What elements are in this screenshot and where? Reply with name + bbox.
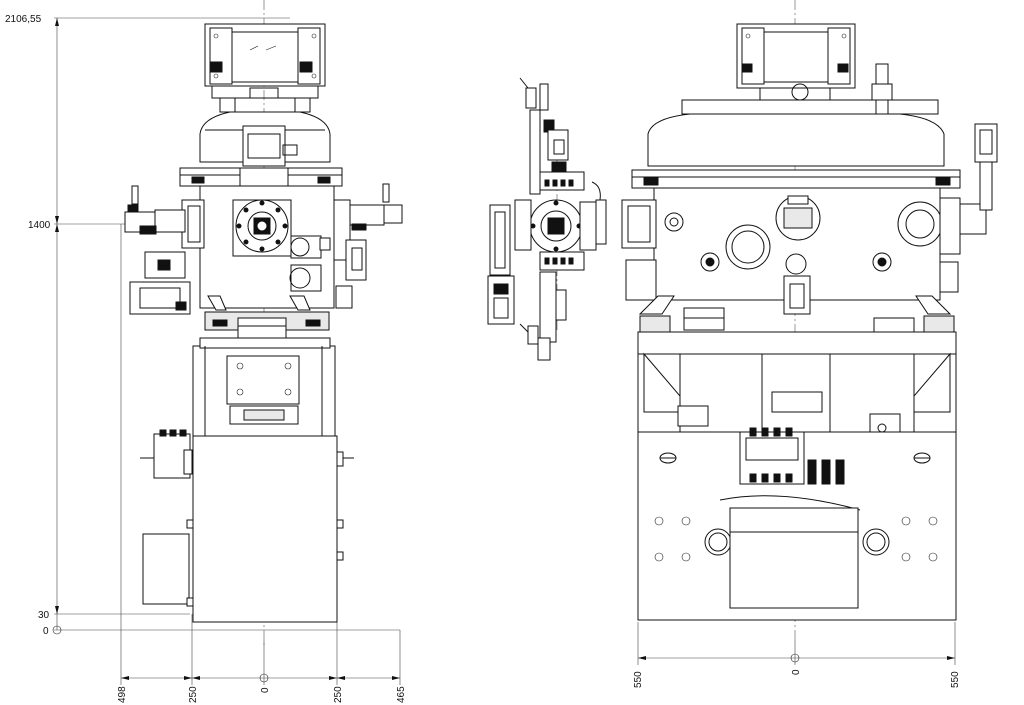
vertical-dimension-system: 2106,55 1400 30 0 xyxy=(5,14,400,637)
middle-view xyxy=(487,77,607,361)
dim-label-0-front: 0 xyxy=(260,687,271,693)
dim-label-465: 465 xyxy=(396,686,407,703)
dim-label-498: 498 xyxy=(117,686,128,703)
dim-label-250-left: 250 xyxy=(188,686,199,703)
side-view xyxy=(621,0,998,640)
dim-label-top: 2106,55 xyxy=(5,14,42,25)
dim-label-550-right: 550 xyxy=(950,671,961,688)
dim-label-30: 30 xyxy=(38,610,50,621)
dim-label-1400: 1400 xyxy=(28,220,51,231)
front-top-actuator xyxy=(204,23,326,113)
front-horizontal-dimension-system: 498 250 0 250 465 xyxy=(117,224,407,703)
dim-label-0: 0 xyxy=(43,626,49,637)
side-horizontal-dimension-system: 550 0 550 xyxy=(633,622,961,688)
front-view xyxy=(124,0,403,645)
dim-label-0-side: 0 xyxy=(791,669,802,675)
dim-label-250-right: 250 xyxy=(333,686,344,703)
dim-label-550-left: 550 xyxy=(633,671,644,688)
